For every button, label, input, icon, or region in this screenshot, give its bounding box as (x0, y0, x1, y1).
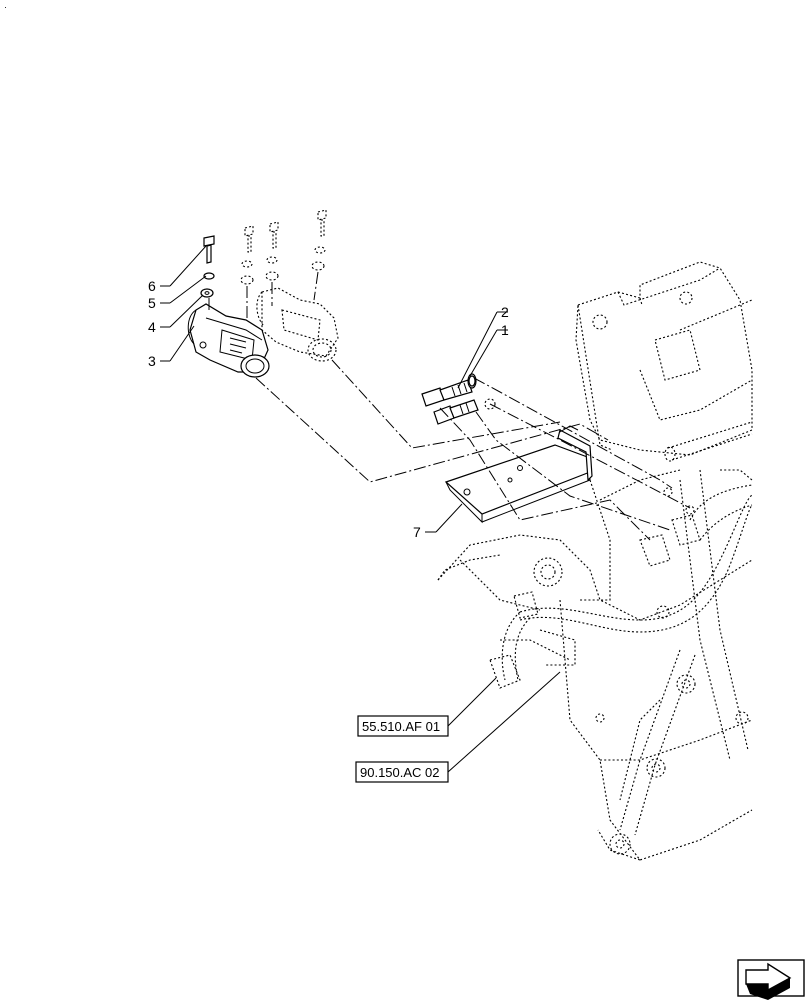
callout-1[interactable]: 1 (501, 322, 509, 338)
mounting-plate-part-7 (444, 425, 593, 524)
reference-90-150-ac-02[interactable]: 90.150.AC 02 (355, 761, 449, 783)
reference-box (357, 715, 449, 737)
callout-6[interactable]: 6 (148, 278, 156, 294)
callout-7[interactable]: 7 (413, 524, 421, 540)
reference-55-510-af-01[interactable]: 55.510.AF 01 (357, 715, 449, 737)
bolt-assembly-part-1-2 (421, 373, 496, 425)
reference-box (355, 761, 449, 783)
callout-leaders (160, 245, 508, 533)
wiring-harness (489, 484, 753, 689)
assembly-center-lines (255, 359, 691, 541)
navigation-arrow-icon[interactable] (737, 959, 805, 1000)
callout-2[interactable]: 2 (501, 304, 509, 320)
machine-frame (437, 261, 753, 861)
arrow-shadow (746, 978, 790, 1000)
reference-label: 55.510.AF 01 (362, 719, 440, 734)
corner-mark: · (4, 2, 7, 12)
callout-5[interactable]: 5 (148, 295, 156, 311)
fasteners-part-4-5-6 (200, 209, 327, 318)
reference-label: 90.150.AC 02 (360, 765, 440, 780)
ref-leaders (447, 671, 561, 773)
callout-3[interactable]: 3 (148, 353, 156, 369)
sensor-assembly-part-3 (187, 287, 339, 378)
callout-4[interactable]: 4 (148, 319, 156, 335)
